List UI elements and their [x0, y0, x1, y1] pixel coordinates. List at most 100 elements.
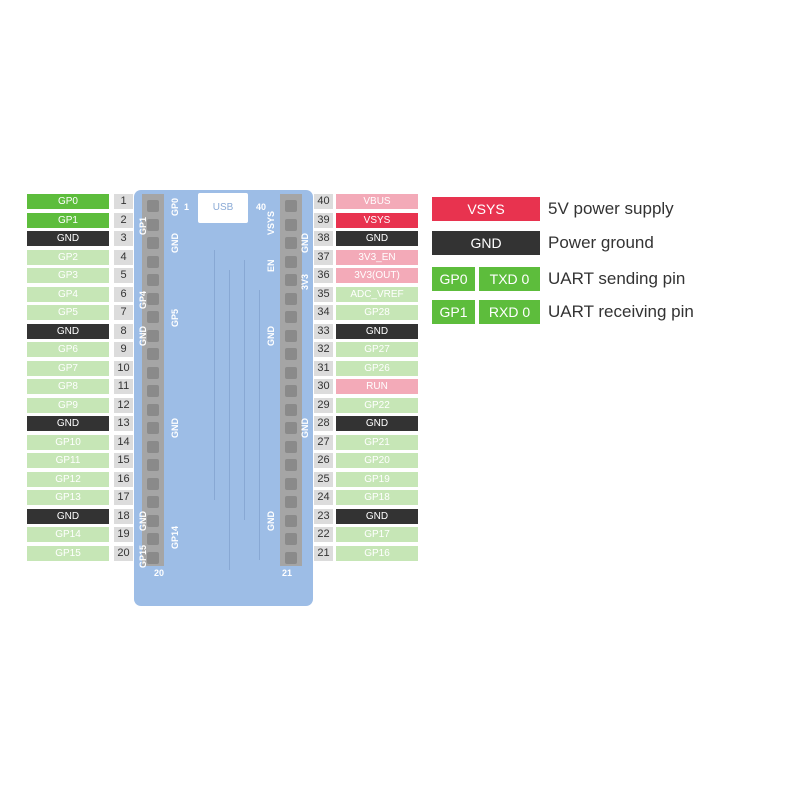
pin-number: 24 — [314, 490, 333, 505]
legend-swatch: TXD 0 — [479, 267, 540, 291]
pin-hole — [285, 403, 297, 416]
pin-label: GP26 — [336, 360, 418, 376]
pin-number: 21 — [314, 545, 333, 561]
pin-hole — [285, 348, 297, 360]
silk-label: GND — [300, 233, 310, 253]
pin-label: GP7 — [27, 360, 109, 376]
pin-hole — [285, 533, 297, 545]
pin-label: GP3 — [27, 268, 109, 283]
pin-number: 12 — [114, 397, 133, 413]
pin-label: GND — [27, 508, 109, 524]
pin-number: 30 — [314, 379, 333, 394]
pin-hole — [147, 218, 159, 231]
pin-hole — [147, 459, 159, 471]
pin-number: 17 — [114, 490, 133, 505]
silk-label: GND — [170, 418, 180, 438]
pin-hole — [285, 366, 297, 379]
pin-label: GP2 — [27, 249, 109, 265]
pin-label: GP12 — [27, 471, 109, 487]
pin-label: GP6 — [27, 342, 109, 357]
legend-swatch: GP0 — [432, 267, 475, 291]
silk-label: GND — [138, 325, 148, 346]
pin-label: GND — [336, 416, 418, 431]
silk-label: GP4 — [138, 290, 148, 309]
pin-hole — [285, 311, 297, 323]
legend-description: Power ground — [548, 233, 654, 252]
pin-row: GP3 5 — [27, 268, 133, 283]
pin-label: VBUS — [336, 194, 418, 209]
pin-label: GP27 — [336, 342, 418, 357]
legend-swatch: RXD 0 — [479, 300, 540, 324]
pin-hole — [147, 440, 159, 453]
pin-number: 1 — [114, 194, 133, 209]
pin-number: 26 — [314, 453, 333, 468]
pin-label: GP4 — [27, 286, 109, 302]
pin-number: 33 — [314, 323, 333, 339]
silk-label: GP15 — [138, 544, 148, 568]
pin-hole — [147, 329, 159, 342]
pin20-marker: 20 — [154, 568, 165, 578]
silk-label: 3V3 — [300, 273, 310, 290]
pin-hole — [147, 533, 159, 545]
pin-hole — [147, 551, 159, 564]
pin-hole — [285, 459, 297, 471]
pin-row: GP9 12 — [27, 397, 133, 413]
pin-number: 28 — [314, 416, 333, 431]
silk-label: GP1 — [138, 216, 148, 235]
pin-number: 6 — [114, 286, 133, 302]
pin21-marker: 21 — [282, 568, 293, 578]
pin-hole — [285, 292, 297, 305]
pin-label: GP20 — [336, 453, 418, 468]
pin-hole — [147, 348, 159, 360]
pin-label: GND — [336, 508, 418, 524]
legend-description: UART receiving pin — [548, 302, 694, 321]
pin-hole — [147, 385, 159, 397]
pin-number: 27 — [314, 434, 333, 450]
pin-row: GP5 7 — [27, 305, 133, 320]
pin-number: 25 — [314, 471, 333, 487]
pin1-marker: 1 — [184, 202, 190, 212]
pin-number: 7 — [114, 305, 133, 320]
silk-label: GND — [170, 233, 180, 253]
pin-label: GP9 — [27, 397, 109, 413]
pin-label: GP13 — [27, 490, 109, 505]
pin-hole — [147, 366, 159, 379]
pin-label: GP11 — [27, 453, 109, 468]
pin-label: GP8 — [27, 379, 109, 394]
pin-row: GND 18 — [27, 508, 133, 524]
pin-number: 38 — [314, 231, 333, 246]
pin-hole — [285, 218, 297, 231]
pin-number: 18 — [114, 508, 133, 524]
pin-hole — [147, 422, 159, 434]
pin-number: 4 — [114, 249, 133, 265]
pin-hole — [285, 237, 297, 249]
pin-number: 29 — [314, 397, 333, 413]
pin-label: GP15 — [27, 545, 109, 561]
pin-label: GP5 — [27, 305, 109, 320]
pin-number: 5 — [114, 268, 133, 283]
pin-number: 8 — [114, 323, 133, 339]
pin-number: 34 — [314, 305, 333, 320]
pin-hole — [147, 200, 159, 212]
pin-number: 2 — [114, 212, 133, 228]
pin-label: VSYS — [336, 212, 418, 228]
pin-number: 10 — [114, 360, 133, 376]
pin-row: GP4 6 — [27, 286, 133, 302]
right-pin-header — [280, 194, 302, 566]
pin-hole — [147, 477, 159, 490]
silk-label: GP0 — [170, 197, 180, 216]
silk-label: VSYS — [266, 210, 276, 235]
pin-hole — [285, 514, 297, 527]
